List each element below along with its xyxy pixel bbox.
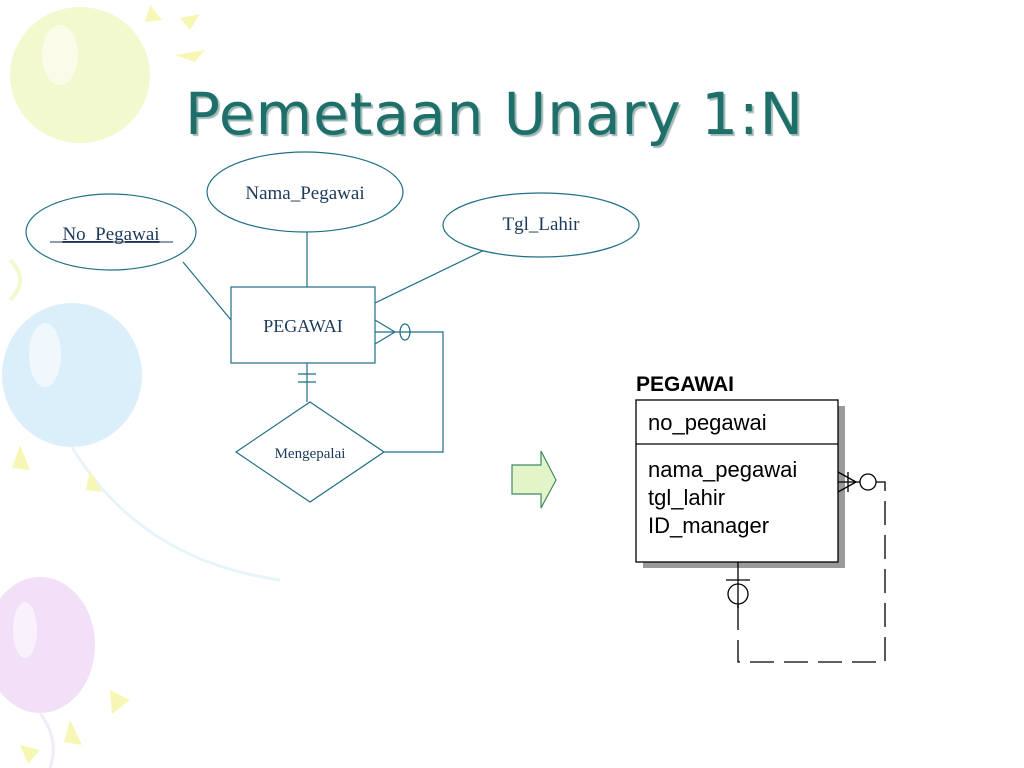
attr-no-pegawai: No_Pegawai [62,224,159,245]
attr-no-pegawai-shape [25,193,197,271]
attr-nama-pegawai-shape [206,151,404,233]
primary-key-column: no_pegawai [648,410,767,435]
attr-tgl-lahir: Tgl_Lahir [502,214,580,235]
line-no-pegawai [182,261,232,321]
entity-pegawai: PEGAWAI [263,316,343,336]
recursive-line [375,331,444,453]
slide-title: Pemetaan Unary 1:N [185,80,804,148]
self-reference-dashed-line [737,481,886,663]
entity-pegawai-box [230,286,376,364]
table-box [635,399,839,563]
attr-tgl-lahir-shape [442,192,640,258]
right-arrow-icon [511,450,557,509]
relationship-mengepalai: Mengepalai [275,446,346,462]
relationship-mengepalai-shape [234,401,386,503]
line-tgl-lahir [374,244,496,304]
attr-nama-pegawai: Nama_Pegawai [245,183,364,204]
table-title: PEGAWAI [636,373,734,396]
column-tgl-lahir: tgl_lahir [648,485,725,510]
column-nama-pegawai: nama_pegawai [648,457,797,482]
column-id-manager: ID_manager [648,513,769,538]
